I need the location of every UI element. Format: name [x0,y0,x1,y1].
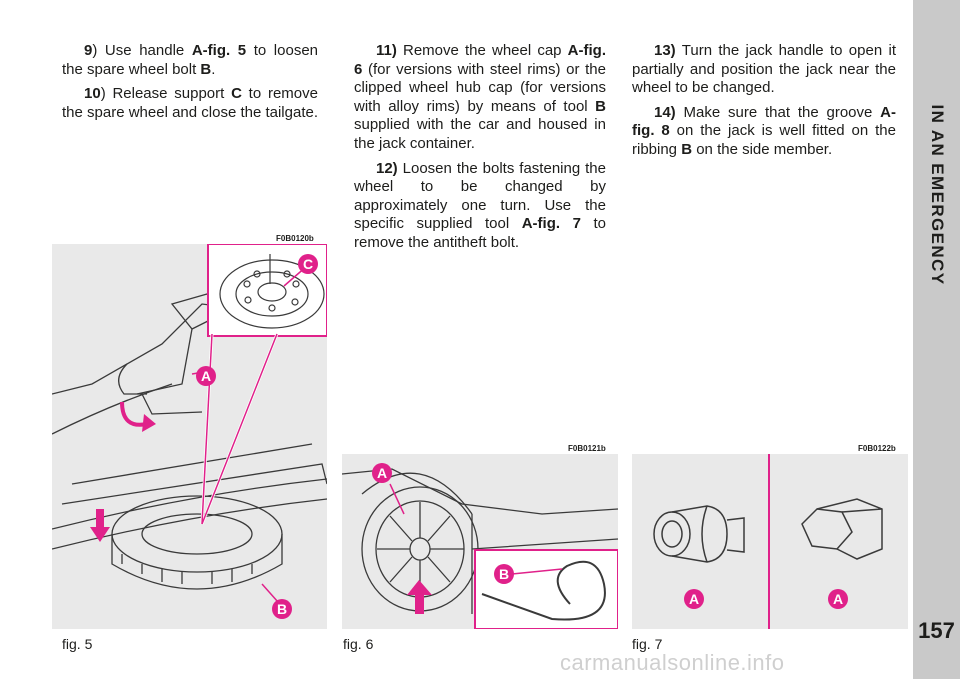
fig5-label-b: B [277,601,287,617]
fig5-label-a: A [201,368,211,384]
fig7-label-a-left: A [689,591,699,607]
fig7-caption: fig. 7 [632,636,663,652]
fig6-caption: fig. 6 [343,636,374,652]
text-column-3: 13) Turn the jack handle to open it part… [632,42,896,166]
step-9: 9) Use handle A-fig. 5 to loosen the spa… [62,42,319,78]
text-column-1: 9) Use handle A-fig. 5 to loosen the spa… [62,42,318,128]
figure-5: C A B [52,244,327,629]
page-number: 157 [918,618,955,643]
text-column-2: 11) Remove the wheel cap A-fig. 6 (for v… [354,42,606,259]
step-13: 13) Turn the jack handle to open it part… [632,42,896,97]
figure-6: A B [342,454,618,629]
fig6-illustration: A B [342,463,618,629]
step-10: 10) Release support C to remove the spar… [62,85,319,121]
fig5-illustration: C A B [52,244,327,619]
fig5-label-c: C [303,256,313,272]
chapter-sidebar [913,0,960,679]
section-title: IN AN EMERGENCY [927,104,947,286]
figure-7: A A [632,454,908,629]
fig7-code: F0B0122b [858,444,896,453]
fig6-label-a: A [377,465,387,481]
fig6-code: F0B0121b [568,444,606,453]
fig5-caption: fig. 5 [62,636,93,652]
fig5-code: F0B0120b [276,234,314,243]
watermark: carmanualsonline.info [560,650,785,675]
step-11: 11) Remove the wheel cap A-fig. 6 (for v… [354,42,606,152]
step-14: 14) Make sure that the groove A-fig. 8 o… [632,103,896,158]
fig7-label-a-right: A [833,591,843,607]
fig7-illustration: A A [653,454,883,629]
fig6-label-b: B [499,566,509,582]
step-12: 12) Loosen the bolts fastening the wheel… [354,159,606,251]
